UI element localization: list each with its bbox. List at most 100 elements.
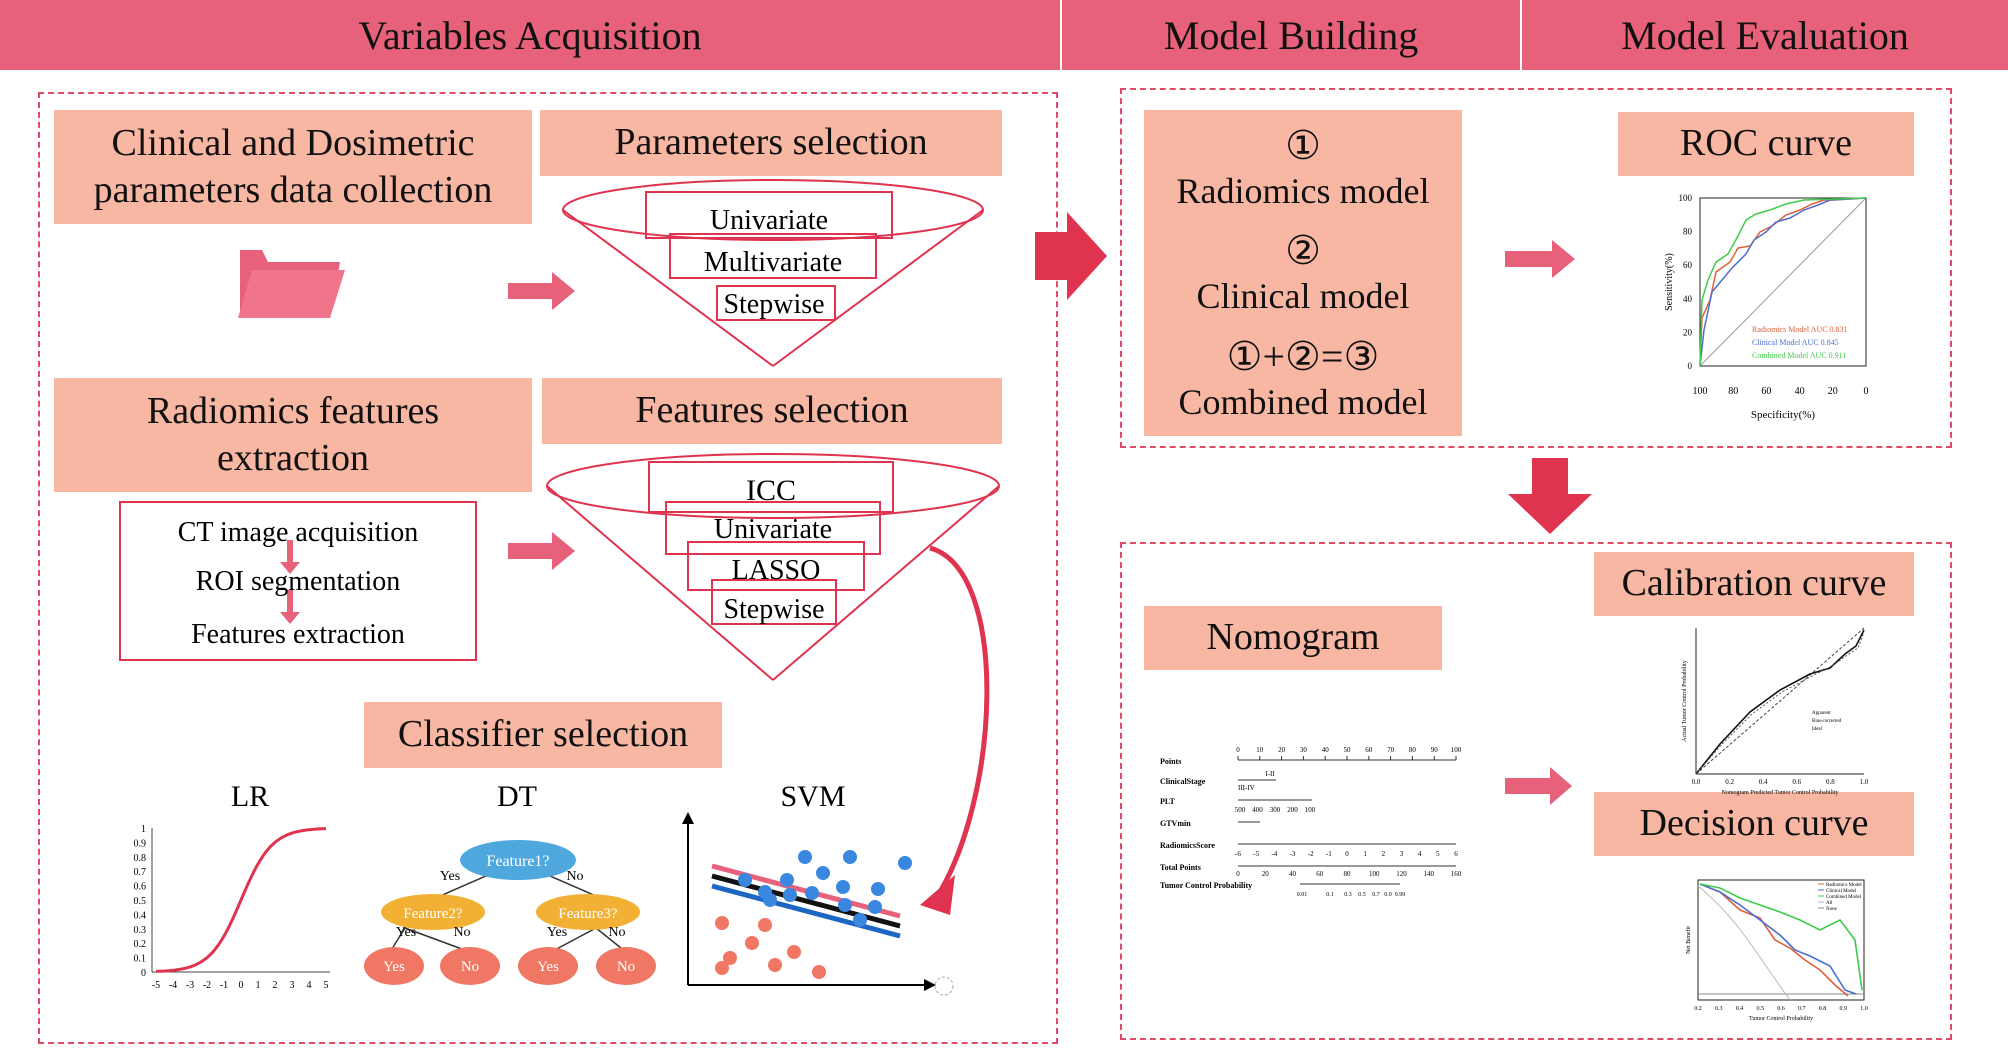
nomogram-points-tick: 30 <box>1300 746 1308 754</box>
nomogram-points-tick: 0 <box>1236 746 1240 754</box>
arrow-to-features <box>508 532 575 570</box>
nomogram-row-label: Points <box>1160 757 1181 766</box>
nomogram-prob-tick: 0.01 <box>1297 892 1308 898</box>
features-selection-box: Features selection <box>542 378 1002 444</box>
lr-y-tick: 0.1 <box>134 954 147 965</box>
lr-y-tick: 0.4 <box>134 910 147 921</box>
roc-x-tick: 40 <box>1795 386 1805 397</box>
calibration-curve-box: Calibration curve <box>1594 552 1914 616</box>
decision-x-tick: 0.6 <box>1777 1006 1785 1012</box>
nomogram-score-tick: -1 <box>1326 850 1332 858</box>
arrow-to-model-building <box>1035 212 1107 300</box>
lr-x-tick: 2 <box>273 980 278 991</box>
svm-point-class-a <box>868 900 882 914</box>
combined-model-label: Combined model <box>1178 381 1428 422</box>
nomogram-total-tick: 40 <box>1289 870 1297 878</box>
dt-leaf-no: No <box>617 959 635 975</box>
roc-y-label: Sensitivity(%) <box>1664 253 1675 311</box>
calibration-ideal-line <box>1695 627 1865 775</box>
svm-point-class-a <box>798 850 812 864</box>
nomogram-points-tick: 20 <box>1278 746 1286 754</box>
lr-y-tick: 0.3 <box>134 925 147 936</box>
lr-y-tick: 0.9 <box>134 838 147 849</box>
decision-frame <box>1697 879 1865 1001</box>
svm-point-class-b <box>715 916 729 930</box>
model-building-panel <box>1120 88 1952 448</box>
lr-y-tick: 0.7 <box>134 867 147 878</box>
decision-legend-entry: Radiomics Model <box>1826 883 1862 888</box>
calibration-x-label: Nomogram Predicted Tumor Control Probabi… <box>1722 790 1839 796</box>
svm-point-class-a <box>853 913 867 927</box>
svm-points <box>715 850 912 979</box>
dt-left-node <box>381 894 485 930</box>
lr-y-tick: 0.2 <box>134 939 147 950</box>
decision-x-tick: 0.4 <box>1736 1006 1744 1012</box>
decision-all-line <box>1697 885 1791 1001</box>
dt-leaf-yes: Yes <box>383 959 405 975</box>
decision-x-tick: 0.5 <box>1757 1006 1765 1012</box>
nomogram-score-tick: 4 <box>1418 850 1422 858</box>
classifier-lr: LR <box>231 780 269 813</box>
dt-leaf-yes: Yes <box>537 959 559 975</box>
radiomics-model-label: Radiomics model <box>1176 171 1430 212</box>
nomogram-score-tick: 0 <box>1345 850 1349 858</box>
nomogram-points-tick: 80 <box>1409 746 1417 754</box>
nomogram-points-tick: 70 <box>1387 746 1395 754</box>
dt-left-label: Feature2? <box>403 906 462 922</box>
lr-sigmoid-curve <box>155 827 327 973</box>
calibration-y-label: Actual Tumor Control Probability <box>1682 660 1688 742</box>
nomogram-plt-tick: 300 <box>1270 806 1281 814</box>
nomogram-prob-tick: 0.99 <box>1395 892 1406 898</box>
roc-x-tick: 80 <box>1728 386 1738 397</box>
decision-x-label: Tumor Control Probability <box>1749 1016 1813 1022</box>
calibration-x-tick: 0.0 <box>1692 778 1701 786</box>
decision-curve-box: Decision curve <box>1594 792 1914 856</box>
svm-point-class-a <box>898 856 912 870</box>
dt-leaf-node <box>364 947 424 985</box>
param-step-univariate: Univariate <box>710 205 828 236</box>
decision-legend-entry: Combined Model <box>1826 895 1862 900</box>
nomogram-stage-tick: I-II <box>1265 770 1275 778</box>
nomogram-score-tick: 2 <box>1382 850 1386 858</box>
svm-point-class-a <box>843 850 857 864</box>
decision-x-tick: 0.9 <box>1840 1006 1848 1012</box>
roc-series-line <box>1699 197 1867 367</box>
nomogram-points-tick: 50 <box>1344 746 1352 754</box>
roc-curve-box: ROC curve <box>1618 112 1914 176</box>
decision-series-line <box>1699 883 1849 997</box>
acquisition-panel <box>38 92 1058 1044</box>
calibration-legend-entry: Ideal <box>1812 727 1823 732</box>
header-model-evaluation: Model Evaluation <box>1522 0 2008 70</box>
roc-x-tick: 100 <box>1693 386 1708 397</box>
classifier-dt: DT <box>497 780 537 813</box>
calibration-x-tick: 0.6 <box>1792 778 1801 786</box>
lr-x-tick: 0 <box>239 980 244 991</box>
svm-point-class-b <box>715 961 729 975</box>
curved-arrow-to-svm <box>929 545 990 902</box>
model-evaluation-panel <box>1120 542 1952 1040</box>
svm-point-class-b <box>812 965 826 979</box>
classifier-selection-box: Classifier selection <box>364 702 722 768</box>
dt-right-label: Feature3? <box>558 906 617 922</box>
nomogram-total-tick: 20 <box>1262 870 1270 878</box>
ct-step-segmentation: ROI segmentation <box>196 566 401 597</box>
combination-formula: ①+②=③ <box>1226 333 1380 379</box>
param-step-stepwise: Stepwise <box>723 289 824 320</box>
nomogram-row-label: GTVmin <box>1160 819 1191 828</box>
calibration-bias-corrected-line <box>1695 631 1865 775</box>
decision-legend-entry: Clinical Model <box>1826 889 1857 894</box>
classifier-svm: SVM <box>780 780 845 813</box>
decision-x-tick: 0.7 <box>1798 1006 1806 1012</box>
dt-right-node <box>536 894 640 930</box>
nomogram-row-label: Tumor Control Probability <box>1160 881 1252 890</box>
roc-y-tick: 0 <box>1688 361 1693 371</box>
decision-x-tick: 0.3 <box>1715 1006 1723 1012</box>
nomogram-plot: PointsClinicalStagePLTGTVminRadiomicsSco… <box>1160 746 1462 898</box>
roc-series-line <box>1699 197 1867 367</box>
lr-x-tick: -3 <box>186 980 194 991</box>
nomogram-plt-tick: 500 <box>1235 806 1246 814</box>
arrow-to-roc <box>1505 240 1575 278</box>
